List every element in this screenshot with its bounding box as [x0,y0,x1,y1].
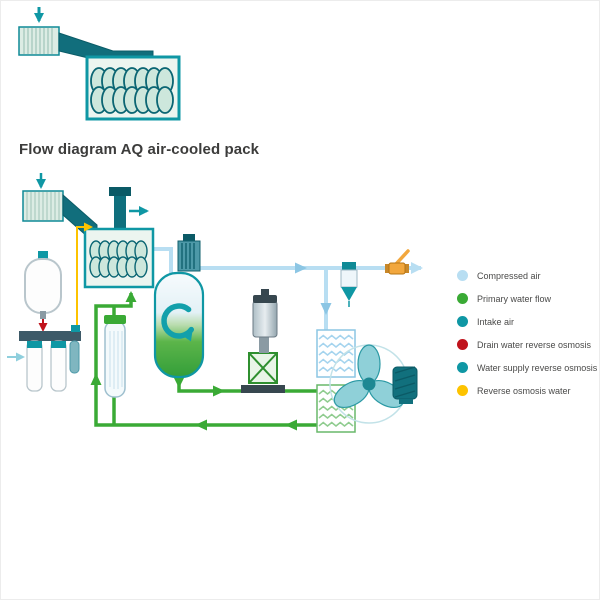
legend-item-primary-water-flow: Primary water flow [457,287,597,310]
swirl-arrow-icon [161,303,195,342]
legend-dot-reverse-osmosis-water [457,385,468,396]
reverse-osmosis-unit-icon [19,325,81,392]
ro-water-line [76,222,93,331]
legend-item-water-supply-reverse-osmosis: Water supply reverse osmosis [457,356,597,379]
legend-dot-water-supply-reverse-osmosis [457,362,468,373]
legend-label: Reverse osmosis water [477,385,571,396]
moisture-separator-icon [340,262,358,307]
water-filter-icon [104,315,126,398]
legend-dot-intake-air [457,316,468,327]
screw-compressor-icon [83,227,155,289]
page-title: Flow diagram AQ air-cooled pack [19,141,260,158]
outlet-valve-icon [385,249,410,275]
minimum-pressure-valve-icon [177,234,201,272]
legend-label: Intake air [477,316,515,327]
legend-dot-drain-water-reverse-osmosis [457,339,468,350]
aftercooler-coil-icon [316,329,356,378]
main-diagram [7,173,423,433]
legend-label: Drain water reverse osmosis [477,339,592,350]
inlet-valve-icon [109,187,131,230]
legend-label: Primary water flow [477,293,552,304]
legend-dot-primary-water-flow [457,293,468,304]
legend-label: Water supply reverse osmosis [477,362,598,373]
intake-filter-icon [22,190,64,222]
legend-label: Compressed air [477,270,541,281]
fan-motor-icon [392,366,418,404]
top-detail-fragment [18,7,181,121]
separator-tank-icon [153,271,205,379]
legend-item-intake-air: Intake air [457,310,597,333]
water-pump-icon [241,289,285,393]
legend-item-compressed-air: Compressed air [457,264,597,287]
legend-item-drain-water-reverse-osmosis: Drain water reverse osmosis [457,333,597,356]
legend: Compressed air Primary water flow Intake… [457,264,597,402]
primary-water-arrows [90,373,297,431]
legend-item-reverse-osmosis-water: Reverse osmosis water [457,379,597,402]
primary-water-pipes [94,291,317,427]
expansion-vessel-icon [24,251,62,319]
compressed-air-arrows [295,262,332,315]
legend-dot-compressed-air [457,270,468,281]
intake-filter-icon [18,26,60,56]
screw-compressor-icon [85,55,181,121]
